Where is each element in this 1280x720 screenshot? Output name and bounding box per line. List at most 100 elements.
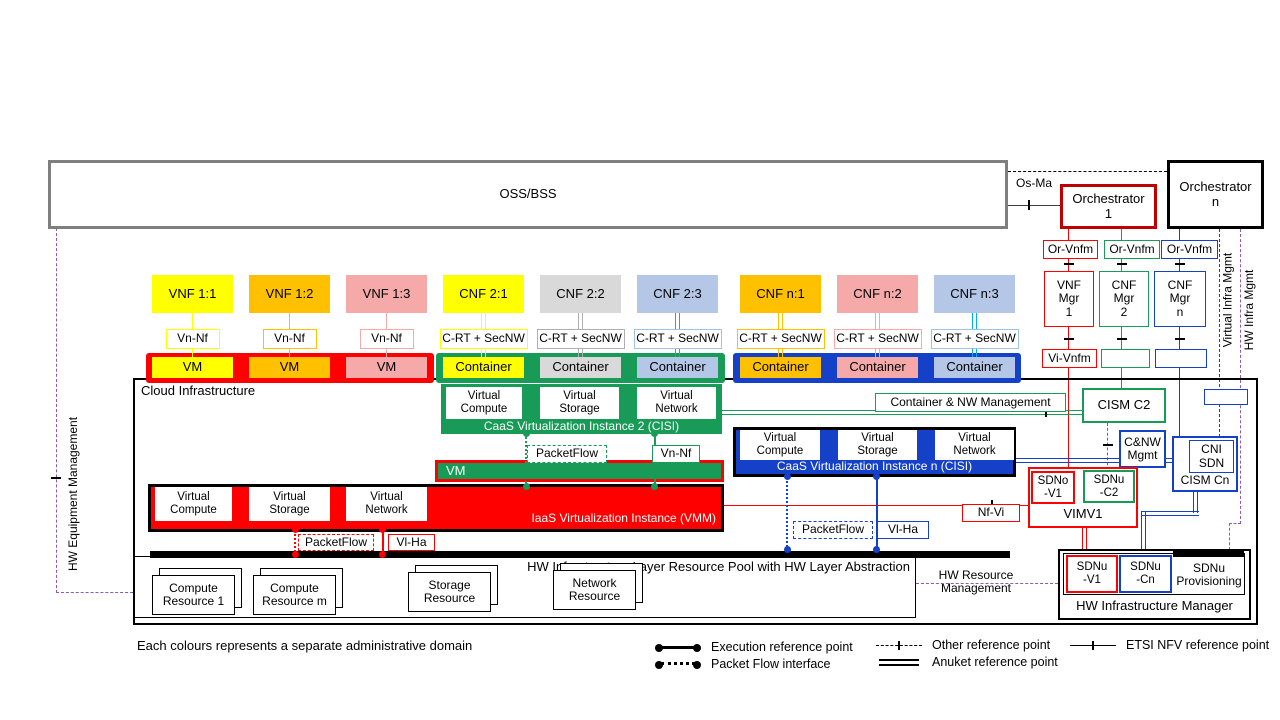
cism-c2-box: CISM C2 bbox=[1082, 388, 1166, 423]
iaas-virtual-storage: Virtual Storage bbox=[249, 487, 330, 521]
ossbss-orchestratorn-dashed-line bbox=[1008, 171, 1167, 172]
nf-interface-label: C-RT + SecNW bbox=[930, 329, 1019, 349]
nf-runtime-box: VM bbox=[152, 357, 233, 378]
caasn-packetflow-label: PacketFlow bbox=[793, 521, 873, 539]
sdnu-provisioning-bar bbox=[1173, 549, 1244, 557]
flow-dot bbox=[784, 473, 791, 480]
cismcn-sdnucn-anuket-line-h bbox=[1141, 511, 1199, 516]
legend-item: ETSI NFV reference point bbox=[1070, 638, 1269, 652]
cnf-mgr-2-box: CNF Mgr 2 bbox=[1099, 271, 1149, 327]
vnf-mgr-1-box: VNF Mgr 1 bbox=[1044, 271, 1094, 327]
hw-infra-mgmt-dashed-line bbox=[1240, 229, 1241, 524]
flow-dot bbox=[873, 546, 880, 553]
vi-vnfm-box-green-empty bbox=[1101, 349, 1150, 368]
virtual-infra-mgmt-dashed-line bbox=[1219, 229, 1220, 437]
nf-interface-label: Vn-Nf bbox=[165, 329, 220, 349]
os-ma-line bbox=[1008, 205, 1060, 206]
cnf-mgr-n-box: CNF Mgr n bbox=[1154, 271, 1206, 327]
caasn-packetflow-line bbox=[786, 477, 788, 551]
sdnu-c2-box: SDNu -C2 bbox=[1083, 470, 1135, 503]
cismcn-sdnucn-anuket-line-v1 bbox=[1193, 492, 1198, 513]
blue-empty-box bbox=[1204, 389, 1248, 405]
iaas-packetflow-label: PacketFlow bbox=[298, 534, 374, 551]
cloud-infrastructure-label: Cloud Infrastructure bbox=[141, 382, 256, 398]
nf-box: CNF n:3 bbox=[934, 275, 1015, 313]
nf-interface-label: C-RT + SecNW bbox=[536, 329, 625, 349]
iaas-virtual-compute: Virtual Compute bbox=[155, 487, 232, 521]
vi-vnfm-box-blue-empty bbox=[1155, 349, 1207, 368]
legend-item: Packet Flow interface bbox=[655, 657, 831, 671]
legend-label: ETSI NFV reference point bbox=[1126, 638, 1270, 652]
hw-pool-label: HW Infrastructure Layer Resource Pool wi… bbox=[527, 559, 910, 575]
resource-box: Compute Resource 1 bbox=[152, 575, 235, 615]
legend-label: Execution reference point bbox=[711, 640, 853, 654]
caasn-vlha-line bbox=[876, 477, 878, 551]
hw-infra-mgmt-dashed-jog bbox=[1229, 523, 1241, 524]
oss-bss-box: OSS/BSS bbox=[48, 160, 1008, 229]
ref-tick bbox=[1117, 338, 1127, 340]
ref-tick bbox=[1064, 338, 1074, 340]
caasn-virtual-network: Virtual Network bbox=[935, 430, 1014, 460]
flow-dot bbox=[651, 430, 658, 437]
flow-dot bbox=[379, 551, 386, 558]
nf-interface-label: Vn-Nf bbox=[359, 329, 414, 349]
nf-interface-label: C-RT + SecNW bbox=[633, 329, 722, 349]
cni-sdn-box: CNI SDN bbox=[1189, 440, 1234, 473]
ref-tick bbox=[1103, 444, 1113, 446]
cismcn-sdnucn-anuket-line-v2 bbox=[1141, 511, 1146, 555]
flow-dot bbox=[292, 551, 299, 558]
orvnfm-line-blue bbox=[1179, 229, 1180, 437]
caas2-virtual-network: Virtual Network bbox=[637, 387, 716, 419]
flow-dot bbox=[784, 546, 791, 553]
container-nw-management-label: Container & NW Management bbox=[875, 393, 1066, 412]
ref-tick bbox=[1117, 263, 1127, 265]
cismc2-sdnuc2-dashed-line bbox=[1107, 423, 1108, 470]
nf-box: CNF n:2 bbox=[837, 275, 918, 313]
nf-interface-label: Vn-Nf bbox=[262, 329, 317, 349]
sdno-v1-box: SDNo -V1 bbox=[1031, 471, 1075, 504]
hw-equipment-mgmt-dashed-line-bottom bbox=[56, 592, 133, 593]
os-ma-label: Os-Ma bbox=[1016, 176, 1052, 191]
caasn-virtual-storage: Virtual Storage bbox=[838, 430, 917, 460]
nf-runtime-box: Container bbox=[443, 357, 524, 378]
vimv1-sdnuv1-anuket-line bbox=[1082, 528, 1087, 555]
nf-runtime-box: Container bbox=[934, 357, 1015, 378]
vm-bar: VM bbox=[435, 460, 724, 482]
caas2-title: CaaS Virtualization Instance 2 (CISI) bbox=[483, 418, 680, 433]
legend-item: Execution reference point bbox=[655, 640, 853, 654]
or-vnfm-label-2: Or-Vnfm bbox=[1104, 240, 1160, 259]
hw-infra-mgmt-label: HW Infra Mgmt bbox=[1242, 269, 1256, 351]
vi-vnfm-label: Vi-Vnfm bbox=[1042, 349, 1097, 368]
caasn-vlha-label: Vl-Ha bbox=[877, 521, 929, 539]
ref-tick bbox=[1175, 263, 1185, 265]
or-vnfm-label-1: Or-Vnfm bbox=[1043, 240, 1098, 259]
caas2-virtual-compute: Virtual Compute bbox=[446, 387, 522, 419]
nf-runtime-box: Container bbox=[837, 357, 918, 378]
legend-item: Other reference point bbox=[876, 638, 1050, 652]
legend-item: Anuket reference point bbox=[876, 655, 1058, 669]
nf-runtime-box: VM bbox=[346, 357, 427, 378]
resource-box: Compute Resource m bbox=[253, 575, 336, 615]
nf-box: CNF 2:1 bbox=[443, 275, 524, 313]
nf-box: VNF 1:3 bbox=[346, 275, 427, 313]
nf-interface-label: C-RT + SecNW bbox=[439, 329, 528, 349]
legend-label: Packet Flow interface bbox=[711, 657, 831, 671]
nf-runtime-box: Container bbox=[637, 357, 718, 378]
iaas-virtual-network: Virtual Network bbox=[346, 487, 427, 521]
nf-interface-label: C-RT + SecNW bbox=[833, 329, 922, 349]
sdnu-v1-box: SDNu -V1 bbox=[1066, 555, 1118, 593]
nf-box: CNF 2:2 bbox=[540, 275, 621, 313]
orchestrator-1-box: Orchestrator 1 bbox=[1060, 184, 1157, 229]
nf-box: VNF 1:2 bbox=[249, 275, 330, 313]
nf-runtime-box: Container bbox=[740, 357, 821, 378]
etsi-reference-icon bbox=[1070, 639, 1116, 652]
hw-infrastructure-manager-label: HW Infrastructure Manager bbox=[1076, 597, 1233, 613]
or-vnfm-label-n: Or-Vnfm bbox=[1161, 240, 1218, 259]
sdnu-provisioning-label: SDNu Provisioning bbox=[1176, 560, 1242, 588]
virtual-infra-mgmt-label: Virtual Infra Mgmt bbox=[1220, 252, 1235, 348]
sdnu-cn-box: SDNu -Cn bbox=[1119, 555, 1172, 593]
flow-dot bbox=[651, 483, 658, 490]
iaas-title: IaaS Virtualization Instance (VMM) bbox=[531, 511, 716, 526]
nf-box: CNF 2:3 bbox=[637, 275, 718, 313]
